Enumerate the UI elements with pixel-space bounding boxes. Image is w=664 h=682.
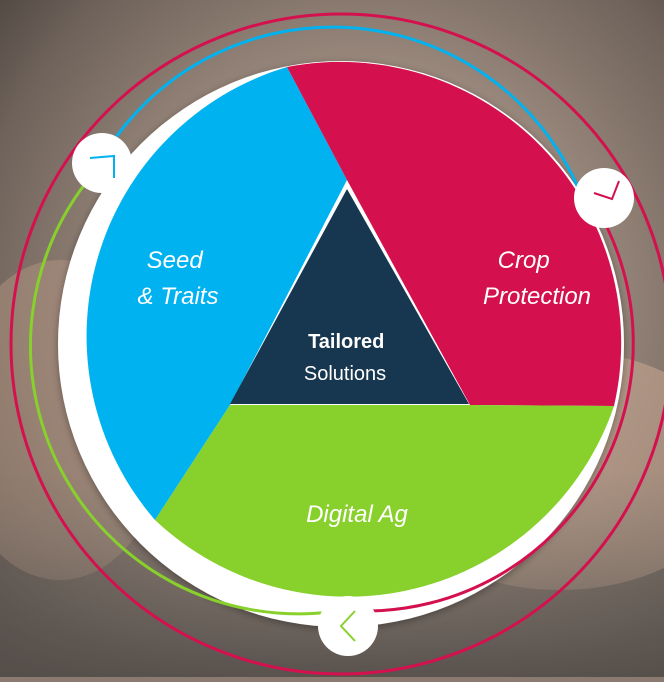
arc-blue — [99, 25, 581, 191]
center-label-regular: Solutions — [304, 363, 386, 385]
segment-digital-ag[interactable] — [155, 405, 614, 597]
seed-traits-label: Seed & Traits — [138, 247, 219, 310]
segment-seed-traits[interactable] — [86, 67, 347, 520]
segment-crop-protection[interactable] — [287, 61, 622, 406]
chevron-left-icon — [339, 610, 356, 642]
arrow-node-top-left — [72, 133, 132, 193]
digital-ag-label: Digital Ag — [306, 501, 408, 528]
center-triangle[interactable] — [230, 189, 469, 404]
chevron-down-right-icon — [593, 180, 620, 201]
center-label: Tailored Solutions — [304, 331, 390, 385]
outer-ring — [9, 12, 664, 676]
center-label-bold: Tailored — [308, 331, 384, 353]
crop-label-line1: Crop — [498, 247, 550, 274]
seed-label-line2: & Traits — [138, 283, 219, 310]
seed-label-line1: Seed — [147, 247, 204, 274]
crop-label-line2: Protection — [483, 283, 591, 310]
arc-magenta — [360, 204, 635, 613]
chevron-up-right-icon — [89, 154, 115, 178]
arrow-node-top-right — [574, 168, 634, 228]
arrow-node-bottom — [318, 596, 378, 656]
crop-protection-label: Crop Protection — [483, 247, 591, 310]
arc-green — [29, 167, 331, 616]
